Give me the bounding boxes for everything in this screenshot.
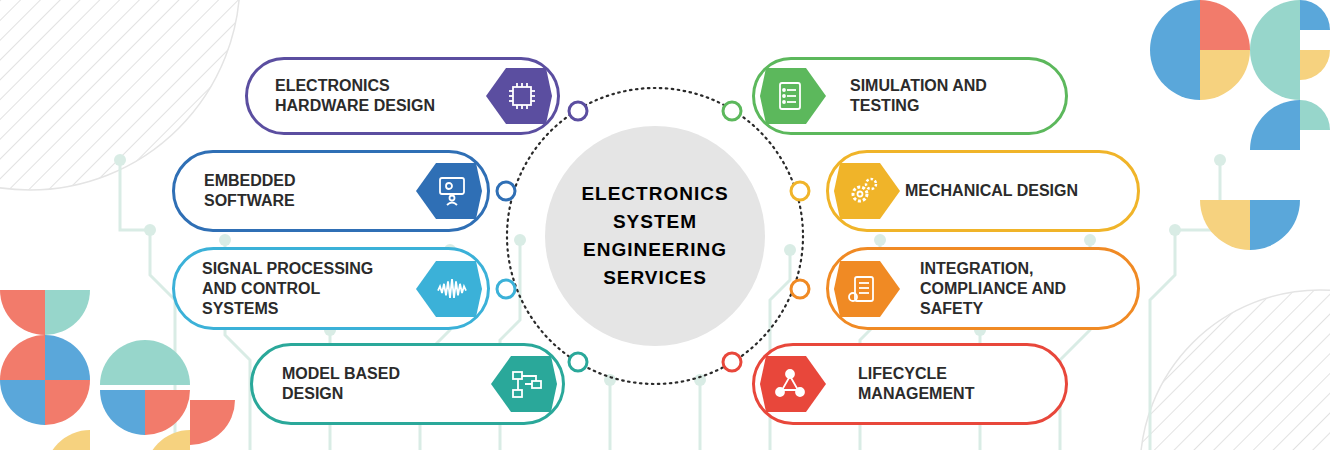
quarter-tile (45, 290, 90, 335)
service-icon (491, 354, 557, 414)
service-icon (486, 66, 552, 126)
service-label: MODEL BASED DESIGN (282, 364, 432, 404)
quarter-tile (190, 400, 235, 445)
ring-dot (723, 102, 741, 120)
quarter-tile (45, 430, 90, 450)
circuit-pad (219, 234, 231, 246)
quarter-tile (100, 390, 145, 435)
quarter-tile (0, 335, 45, 380)
quarter-tile (145, 430, 190, 450)
service-icon (416, 259, 482, 319)
service-icon (416, 161, 482, 221)
service-icon (834, 259, 900, 319)
circuit-trace (120, 160, 150, 230)
quarter-tile (1250, 0, 1300, 50)
quarter-tile (1300, 50, 1330, 80)
service-icon (760, 354, 826, 414)
ring (507, 88, 803, 384)
quarter-tile (0, 380, 45, 425)
quarter-tile (1250, 50, 1300, 100)
service-pill: EMBEDDED SOFTWARE (172, 150, 490, 232)
ring-dot (723, 353, 741, 371)
service-label: SIGNAL PROCESSING AND CONTROL SYSTEMS (202, 259, 392, 319)
ring-dot (569, 102, 587, 120)
quarter-tile (1200, 50, 1250, 100)
ring-dot (569, 353, 587, 371)
hub-title: ELECTRONICS SYSTEM ENGINEERING SERVICES (555, 180, 755, 292)
ring-dot (497, 280, 515, 298)
ring-dots (497, 102, 809, 371)
quarter-tile (145, 390, 190, 435)
circuit-trace (1150, 230, 1175, 450)
ring-dot (497, 182, 515, 200)
service-label: MECHANICAL DESIGN (905, 181, 1120, 201)
service-pill: MECHANICAL DESIGN (826, 150, 1140, 232)
quarter-tile (145, 340, 190, 385)
quarter-tile (1200, 200, 1250, 250)
circuit-trace (699, 380, 702, 450)
service-label: EMBEDDED SOFTWARE (204, 171, 354, 211)
service-label: LIFECYCLE MANAGEMENT (858, 364, 1018, 404)
service-icon (834, 161, 900, 221)
quarter-tile (45, 335, 90, 380)
service-pill: ELECTRONICS HARDWARE DESIGN (245, 57, 560, 135)
service-pill: SIMULATION AND TESTING (752, 57, 1068, 135)
circuit-pad (514, 234, 526, 246)
quarter-tile (45, 380, 90, 425)
circuit-pad (114, 154, 126, 166)
quarter-tile (1250, 100, 1300, 150)
ring-dot (791, 280, 809, 298)
quarter-tile (1200, 0, 1250, 50)
circuit-pad (144, 224, 156, 236)
service-label: SIMULATION AND TESTING (850, 76, 1040, 116)
service-pill: SIGNAL PROCESSING AND CONTROL SYSTEMS (172, 247, 490, 330)
quarter-tile (1150, 50, 1200, 100)
quarter-tile (1150, 0, 1200, 50)
quarter-tile (0, 290, 45, 335)
quarter-tile (1250, 200, 1300, 250)
service-pill: LIFECYCLE MANAGEMENT (752, 343, 1068, 425)
circuit-pad (874, 234, 886, 246)
service-pill: MODEL BASED DESIGN (250, 343, 565, 425)
circuit-pad (784, 244, 796, 256)
circuit-pad (1214, 154, 1226, 166)
circuit-trace (609, 380, 612, 450)
circuit-pad (1084, 234, 1096, 246)
quarter-tile (1300, 100, 1330, 130)
hub-disc (545, 126, 765, 346)
service-label: ELECTRONICS HARDWARE DESIGN (275, 76, 435, 116)
quarter-tile (1300, 0, 1330, 30)
circuit-pad (1169, 224, 1181, 236)
service-icon (760, 66, 826, 126)
service-pill: INTEGRATION, COMPLIANCE AND SAFETY (826, 247, 1140, 330)
quarter-tile (100, 340, 145, 385)
hub-circle: ELECTRONICS SYSTEM ENGINEERING SERVICES (545, 126, 765, 346)
ring-dot (791, 182, 809, 200)
service-label: INTEGRATION, COMPLIANCE AND SAFETY (920, 259, 1095, 319)
